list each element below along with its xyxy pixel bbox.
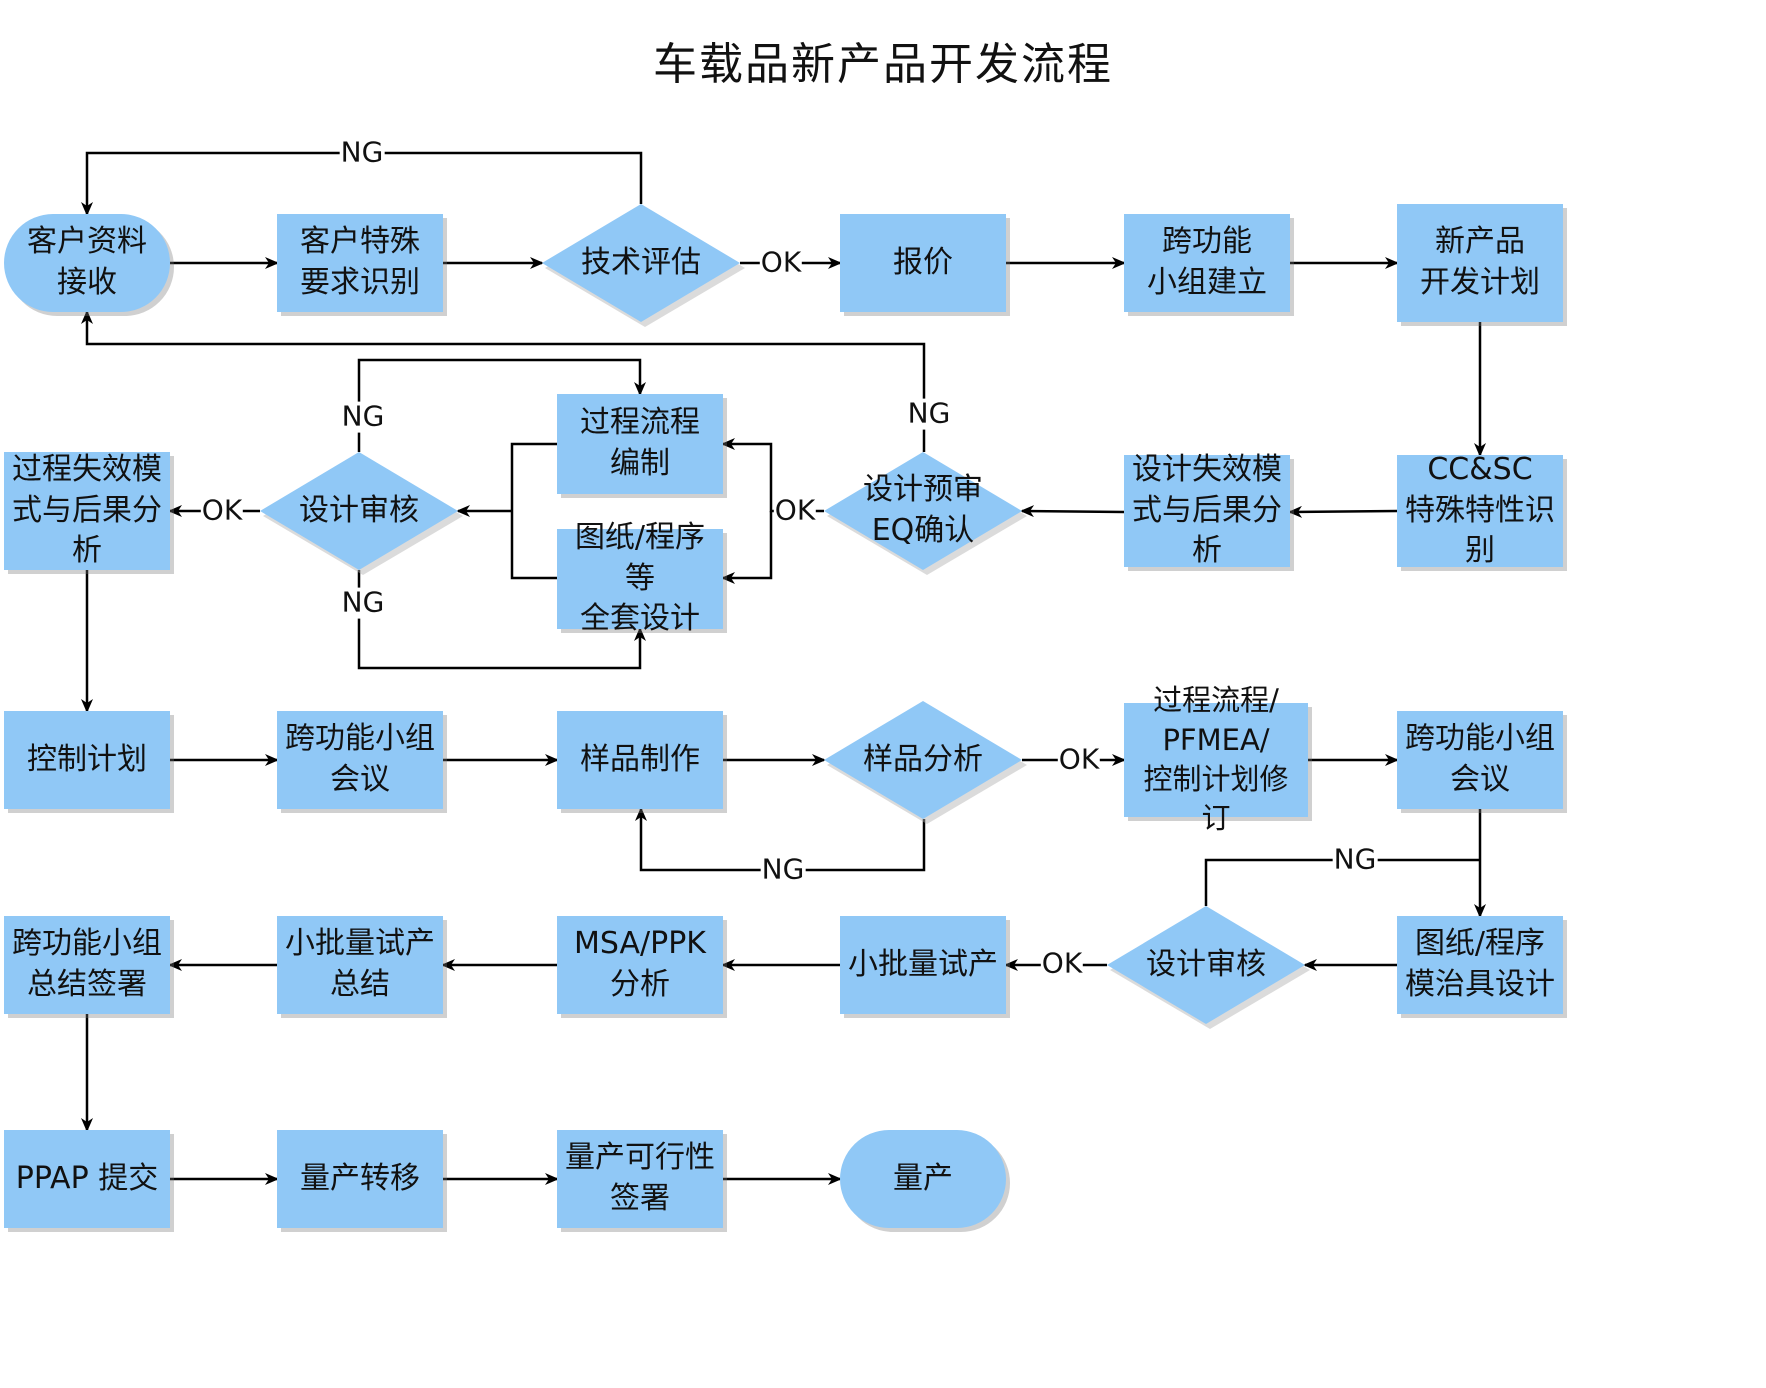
decision-design-review-2: 设计审核 [1107, 906, 1310, 1029]
decision-sample-analysis: 样品分析 [824, 701, 1027, 824]
node-document-revision: 过程流程/ PFMEA/ 控制计划修订 [1124, 683, 1308, 835]
edge-label-ng: NG [906, 396, 952, 430]
node-cft-signoff: 跨功能小组 总结签署 [4, 916, 170, 1014]
node-dfmea: 设计失效模 式与后果分 析 [1124, 452, 1290, 568]
node-pilot-summary: 小批量试产 总结 [277, 916, 443, 1014]
decision-label: 样品分析 [863, 741, 983, 777]
edge-ok-prereview-to-design [721, 511, 773, 584]
diamond-shape [824, 701, 1027, 824]
node-feasibility-signoff: 量产可行性 签署 [557, 1130, 723, 1228]
node-full-design: 图纸/程序等 全套设计 [557, 520, 723, 636]
node-cft-setup: 跨功能 小组建立 [1124, 214, 1290, 312]
decision-technical-evaluation: 技术评估 [542, 204, 745, 327]
decision-label: 设计预审 EQ确认 [863, 472, 983, 548]
decision-design-prereview: 设计预审 EQ确认 [824, 452, 1027, 575]
decision-design-review-1: 设计审核 [260, 452, 463, 575]
edge-ng-prereview-to-customer [81, 310, 926, 452]
edge-label-ok: OK [759, 245, 803, 279]
edge-ng-review2-to-tooling [1204, 858, 1480, 906]
decision-label: 技术评估 [581, 244, 701, 280]
diamond-shape [1107, 906, 1310, 1029]
node-mass-production: 量产 [840, 1130, 1006, 1228]
node-msa-ppk: MSA/PPK 分析 [557, 916, 723, 1014]
decision-label: 设计审核 [299, 492, 419, 528]
node-cft-meeting-2: 跨功能小组 会议 [1397, 711, 1563, 809]
edge-label-ok: OK [773, 493, 817, 527]
node-pfmea: 过程失效模 式与后果分 析 [4, 452, 170, 570]
node-pilot-run: 小批量试产 [840, 916, 1006, 1014]
edge-label-ok: OK [1040, 946, 1084, 980]
node-quotation: 报价 [840, 214, 1006, 312]
edge-label-ng: NG [1332, 842, 1378, 876]
node-ppap-submission: PPAP 提交 [4, 1130, 170, 1228]
node-sample-making: 样品制作 [557, 711, 723, 809]
edge-ng-review-to-design [357, 570, 646, 670]
edge-flow-to-review [510, 442, 557, 580]
decision-label: 设计审核 [1146, 946, 1266, 982]
node-customer-data-receipt: 客户资料 接收 [4, 214, 170, 312]
edge-ccsc-to-dfmea [1288, 505, 1398, 518]
node-process-flow: 过程流程 编制 [557, 394, 723, 494]
node-control-plan: 控制计划 [4, 711, 170, 809]
node-customer-special-requirements: 客户特殊 要求识别 [277, 214, 443, 312]
node-cc-sc-identification: CC&SC 特殊特性识 别 [1397, 452, 1563, 568]
diamond-shape [542, 204, 745, 327]
edge-label-ng: NG [760, 852, 806, 886]
diagram-title: 车载品新产品开发流程 [653, 39, 1113, 90]
node-mass-production-transfer: 量产转移 [277, 1130, 443, 1228]
edge-label-ok: OK [1057, 742, 1101, 776]
edge-label-ng: NG [340, 399, 386, 433]
edge-label-ok: OK [200, 493, 244, 527]
node-tooling-design: 图纸/程序 模治具设计 [1397, 916, 1563, 1014]
edge-dfmea-to-prereview [1020, 505, 1125, 518]
edge-label-ng: NG [339, 135, 385, 169]
node-cft-meeting-1: 跨功能小组 会议 [277, 711, 443, 809]
diamond-shape [260, 452, 463, 575]
edge-label-ng: NG [340, 585, 386, 619]
node-new-product-plan: 新产品 开发计划 [1397, 204, 1563, 322]
diamond-shape [824, 452, 1027, 575]
